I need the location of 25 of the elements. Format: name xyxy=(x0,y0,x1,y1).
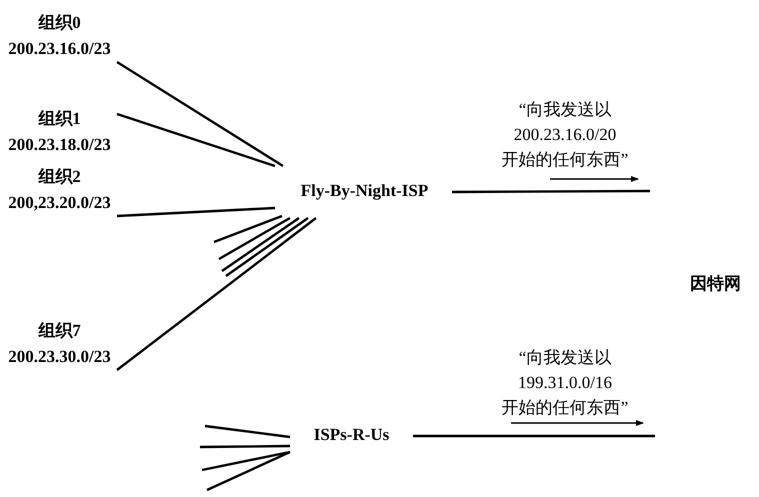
address-prefix: 200,23.20.0/23 xyxy=(7,192,112,214)
address-prefix: 200.23.16.0/23 xyxy=(7,38,112,60)
node-label: ISPs-R-Us xyxy=(312,424,390,446)
connector-line xyxy=(116,217,317,371)
address-prefix: 200.23.18.0/23 xyxy=(7,134,112,156)
connector-line xyxy=(116,206,276,218)
connector-line xyxy=(218,216,291,260)
connector-line xyxy=(200,444,290,448)
node-label: Fly-By-Night-ISP xyxy=(300,180,430,202)
connector-line xyxy=(225,217,309,277)
connector-line xyxy=(413,434,655,438)
connector-line xyxy=(116,60,284,168)
connector-line xyxy=(116,112,276,168)
organization-name: 组织2 xyxy=(37,166,82,188)
organization-name: 组织1 xyxy=(37,108,82,130)
address-prefix: 200.23.30.0/23 xyxy=(7,346,112,368)
region-label: 因特网 xyxy=(690,273,741,295)
connector-line xyxy=(221,217,300,272)
organization-name: 组织0 xyxy=(37,12,82,34)
organization-name: 组织7 xyxy=(37,320,82,342)
connector-line xyxy=(206,450,290,492)
connector-line xyxy=(452,190,650,194)
connector-line xyxy=(204,424,290,438)
connector-line xyxy=(202,450,290,472)
connector-line xyxy=(214,214,282,244)
